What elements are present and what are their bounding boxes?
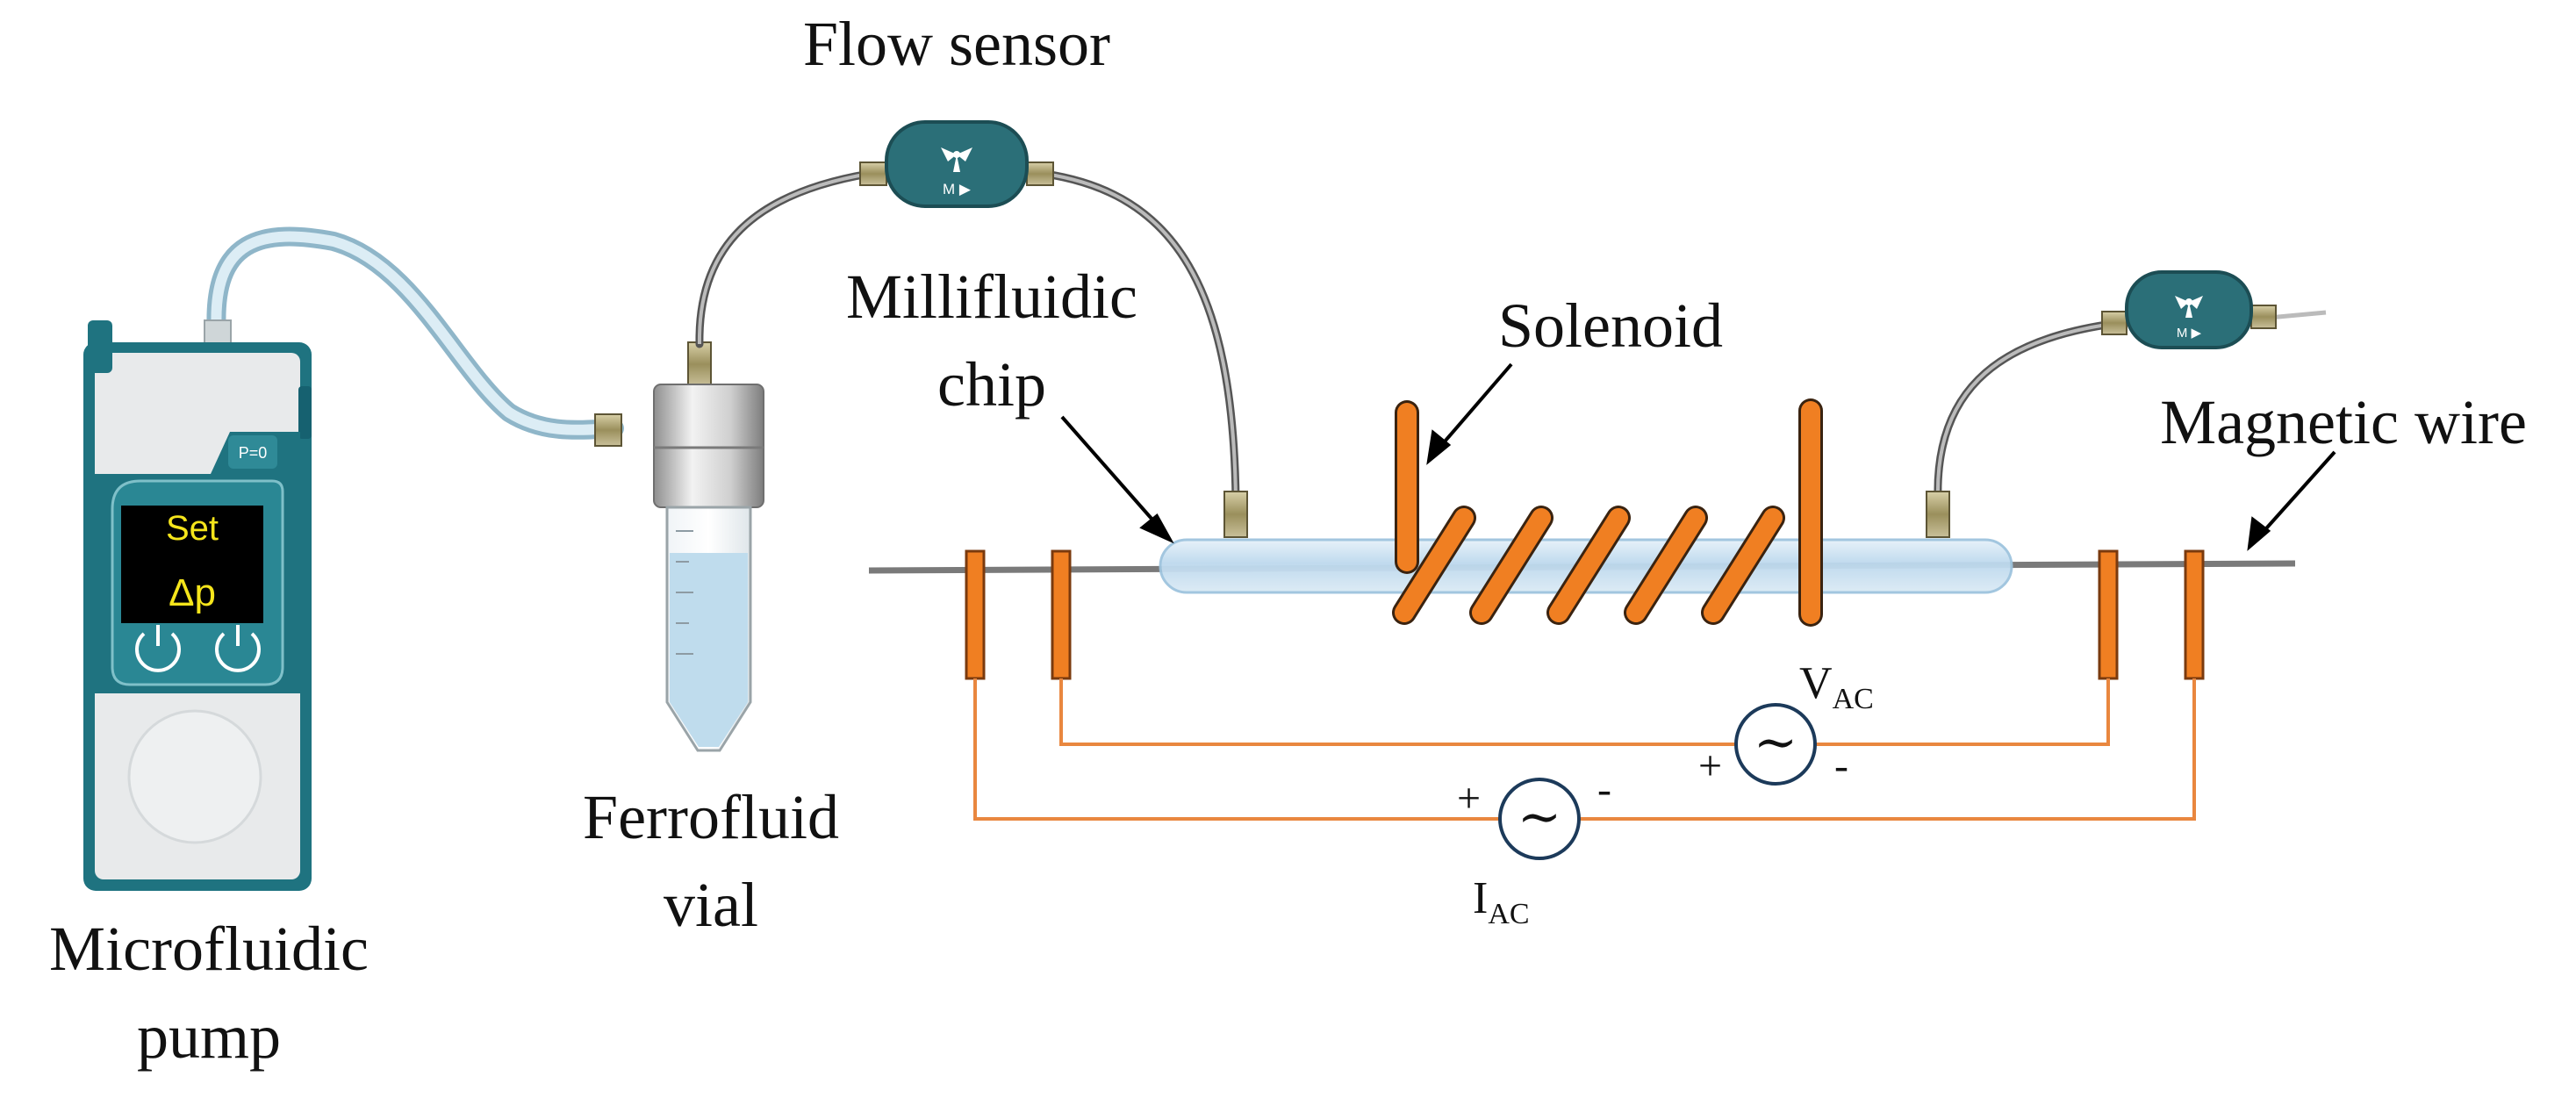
flow-sensor-icon	[941, 147, 972, 172]
pump-badge	[228, 435, 277, 469]
vial-fluid	[670, 553, 748, 747]
ac-source-icon: ∼	[1734, 703, 1817, 786]
pump-knob[interactable]	[127, 709, 262, 844]
power-button-icon[interactable]	[135, 625, 181, 672]
flow-sensor-mark: M ▶	[943, 181, 972, 197]
flow-sensor-mark: M ▶	[2177, 326, 2202, 341]
ferrofluid-vial-label-line2: vial	[664, 870, 758, 940]
solenoid-label: Solenoid	[1498, 291, 1723, 361]
magnetic-wire-label: Magnetic wire	[2160, 387, 2527, 457]
millifluidic-chip-label-line2: chip	[937, 349, 1046, 420]
power-button-icon[interactable]	[215, 625, 261, 672]
callout-arrows	[1060, 362, 2336, 551]
flow-sensor-icon	[2175, 296, 2203, 318]
current-minus: -	[1597, 766, 1611, 813]
svg-text:∼: ∼	[1754, 714, 1797, 771]
flow-sensor: M ▶	[859, 120, 1054, 208]
flow-sensor: M ▶	[2101, 270, 2277, 349]
pump-label-line1: Microfluidic	[49, 914, 369, 984]
current-plus: +	[1457, 775, 1481, 822]
outlet-tube	[2268, 310, 2327, 320]
pump-display	[121, 506, 263, 623]
current-circuit	[973, 678, 2196, 821]
millifluidic-chip-label-line1: Millifluidic	[846, 262, 1137, 332]
ferrofluid-vial	[594, 341, 764, 752]
voltage-label: VAC	[1799, 658, 1874, 715]
ac-source-icon: ∼	[1498, 778, 1581, 860]
vial-cap	[653, 384, 764, 508]
svg-text:∼: ∼	[1518, 788, 1561, 846]
voltage-circuit	[1059, 678, 2110, 746]
pump-label-line2: pump	[137, 1001, 281, 1072]
pump-display-line1: Set	[166, 509, 219, 548]
voltage-plus: +	[1698, 743, 1722, 789]
solenoid	[1392, 398, 1823, 627]
pump-badge-text: P=0	[239, 444, 268, 462]
tubing-sensor-to-chip	[1040, 169, 1240, 505]
ferrofluid-vial-label-line1: Ferrofluid	[583, 782, 839, 852]
pump-display-line2: Δp	[169, 571, 216, 614]
current-label: IAC	[1473, 873, 1530, 930]
flow-sensor-label: Flow sensor	[803, 9, 1110, 79]
microfluidic-pump: P=0 Set Δp	[83, 226, 624, 891]
voltage-minus: -	[1834, 743, 1848, 789]
